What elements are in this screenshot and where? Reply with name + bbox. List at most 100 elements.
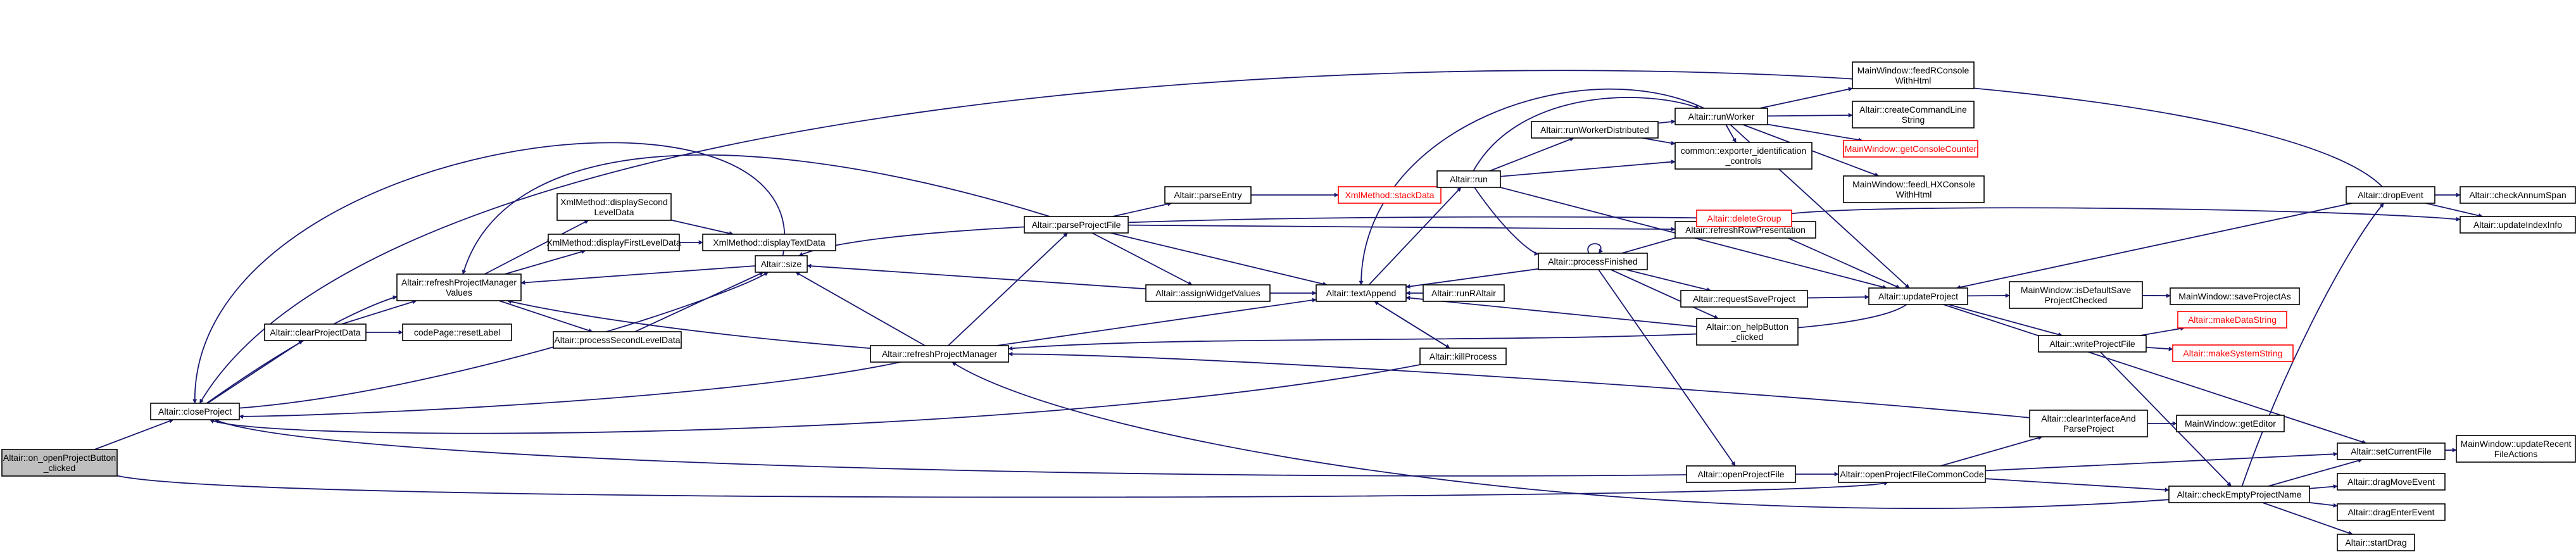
edge-arrow — [1112, 201, 1172, 217]
node-saveProjectAs[interactable]: MainWindow::saveProjectAs — [2170, 287, 2300, 305]
call-edge — [2140, 326, 2185, 336]
node-openProjectFile[interactable]: Altair::openProjectFile — [1686, 465, 1796, 483]
node-killProcess[interactable]: Altair::killProcess — [1419, 348, 1507, 365]
call-edge — [1657, 119, 1676, 124]
edge-arrow — [341, 299, 417, 325]
node-checkAnnum[interactable]: Altair::checkAnnumSpan — [2460, 186, 2576, 204]
node-displayText[interactable]: XmlMethod::displayTextData — [702, 234, 836, 251]
node-assignWidget[interactable]: Altair::assignWidgetValues — [1145, 284, 1271, 302]
call-edge — [1725, 124, 1737, 143]
node-stackData[interactable]: XmlMethod::stackData — [1338, 186, 1442, 204]
node-label: Altair::requestSaveProject — [1693, 294, 1795, 304]
node-processSecond[interactable]: Altair::processSecondLevelData — [553, 331, 682, 349]
node-box — [2029, 410, 2148, 437]
edge-arrow — [206, 295, 398, 404]
node-dragEnter[interactable]: Altair::dragEnterEvent — [2337, 503, 2446, 521]
node-parseEntry[interactable]: Altair::parseEntry — [1164, 186, 1252, 204]
edge-arrow — [1374, 301, 1450, 349]
node-on_open[interactable]: Altair::on_openProjectButton_clicked — [1, 449, 118, 477]
node-label: MainWindow::getConsoleCounter — [1845, 144, 1977, 154]
node-setCurrentFile[interactable]: Altair::setCurrentFile — [2337, 442, 2446, 460]
node-makeDataString[interactable]: Altair::makeDataString — [2177, 311, 2287, 329]
call-edge — [507, 299, 871, 349]
edge-arrow — [952, 361, 2170, 510]
node-label: Altair::runWorker — [1688, 111, 1755, 122]
node-box — [553, 331, 682, 349]
call-edge — [1626, 269, 1712, 292]
edge-arrow — [996, 298, 1317, 346]
node-makeSystemString[interactable]: Altair::makeSystemString — [2172, 344, 2294, 362]
node-label: Altair::makeDataString — [2188, 315, 2277, 325]
call-edge — [1791, 207, 2461, 222]
node-helpButton[interactable]: Altair::on_helpButton_clicked — [1696, 318, 1799, 346]
edge-arrow — [798, 216, 1697, 256]
node-runWorker[interactable]: Altair::runWorker — [1674, 108, 1768, 125]
node-getConsoleCounter[interactable]: MainWindow::getConsoleCounter — [1843, 140, 1978, 158]
node-box — [1852, 61, 1975, 89]
node-label: Altair::processSecondLevelData — [554, 335, 680, 345]
node-box — [2172, 344, 2294, 362]
call-edge — [1611, 269, 1719, 319]
call-edge — [1110, 232, 1328, 286]
node-label: Altair::clearProjectData — [270, 327, 360, 337]
edge-arrow — [1598, 269, 1736, 467]
node-updateProject[interactable]: Altair::updateProject — [1868, 287, 1968, 305]
call-edge — [1759, 87, 1853, 109]
call-edge — [206, 295, 398, 404]
node-dragMove[interactable]: Altair::dragMoveEvent — [2337, 473, 2446, 491]
node-label: ProjectChecked — [2045, 295, 2108, 305]
edge-arrow — [462, 154, 1050, 275]
edge-arrow — [1943, 304, 2367, 444]
node-box — [755, 255, 808, 273]
node-box — [1674, 108, 1768, 125]
node-requestSave[interactable]: Altair::requestSaveProject — [1680, 290, 1808, 308]
node-runWorkerDist[interactable]: Altair::runWorkerDistributed — [1531, 121, 1659, 139]
node-label: common::exporter_identification — [1681, 146, 1806, 156]
call-edge — [1091, 232, 1193, 285]
call-edge — [2241, 203, 2384, 487]
edge-arrow — [484, 220, 589, 275]
node-updateIndex[interactable]: Altair::updateIndexInfo — [2460, 216, 2576, 234]
node-label: MainWindow::feedLHXConsole — [1852, 179, 1975, 189]
edge-arrow — [498, 300, 593, 333]
node-closeProject[interactable]: Altair::closeProject — [150, 403, 240, 420]
node-label: Altair::dragEnterEvent — [2348, 507, 2435, 517]
node-refreshPM[interactable]: Altair::refreshProjectManager — [870, 345, 1009, 363]
node-exporter[interactable]: common::exporter_identification_controls — [1674, 142, 1813, 170]
node-processFinished[interactable]: Altair::processFinished — [1538, 253, 1648, 270]
call-edge — [1985, 451, 2338, 472]
node-checkEmpty[interactable]: Altair::checkEmptyProjectName — [2168, 486, 2310, 503]
node-startDrag[interactable]: Altair::startDrag — [2337, 534, 2415, 551]
node-size[interactable]: Altair::size — [755, 255, 808, 273]
node-box — [1538, 253, 1648, 270]
node-label: Altair::refreshProjectManager — [401, 277, 517, 287]
node-parseProjectFile[interactable]: Altair::parseProjectFile — [1024, 216, 1129, 234]
node-getEditor[interactable]: MainWindow::getEditor — [2176, 415, 2285, 432]
node-displayFirst[interactable]: XmlMethod::displayFirstLevelData — [546, 234, 681, 251]
node-writeProjectFile[interactable]: Altair::writeProjectFile — [2038, 335, 2147, 353]
call-edge — [1807, 294, 1869, 299]
call-edge — [996, 298, 1317, 346]
edge-arrow — [1767, 113, 1853, 118]
call-edge — [1948, 304, 2063, 337]
call-edge — [116, 475, 1888, 498]
node-run[interactable]: Altair::run — [1436, 170, 1501, 188]
node-deleteGroup[interactable]: Altair::deleteGroup — [1696, 210, 1792, 227]
node-runRAltair[interactable]: Altair::runRAltair — [1423, 284, 1505, 302]
node-textAppend[interactable]: Altair::textAppend — [1316, 284, 1407, 302]
node-clearProjectData[interactable]: Altair::clearProjectData — [264, 323, 367, 341]
node-box — [1164, 186, 1252, 204]
node-openCommon[interactable]: Altair::openProjectFileCommonCode — [1838, 465, 1986, 483]
node-dropEvent[interactable]: Altair::dropEvent — [2346, 186, 2435, 204]
edge-arrow — [670, 219, 734, 236]
node-resetLabel[interactable]: codePage::resetLabel — [402, 323, 512, 341]
